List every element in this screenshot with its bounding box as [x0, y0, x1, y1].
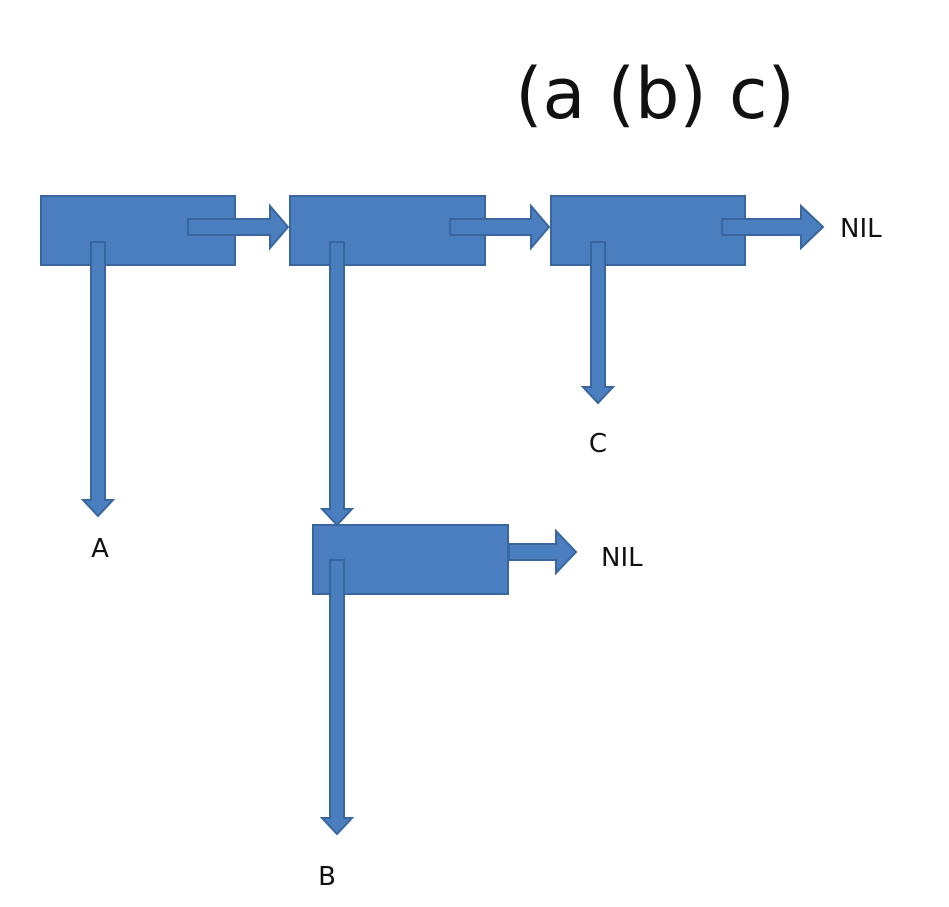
- car-arrow-cell2-to-sublist: [319, 241, 355, 527]
- atom-label-a: A: [91, 534, 109, 564]
- car-arrow-sublist-to-b: [319, 559, 355, 836]
- atom-label-b: B: [318, 862, 336, 892]
- cdr-arrow-sublist-to-nil: [508, 528, 578, 576]
- cons-cell-3: [550, 195, 746, 266]
- cdr-arrow-cell3-to-nil: [721, 203, 825, 251]
- atom-label-c: C: [589, 429, 607, 459]
- cdr-arrow-cell2-to-cell3: [449, 203, 551, 251]
- diagram-title: (a (b) c): [515, 53, 795, 135]
- nil-label-sublist: NIL: [601, 543, 643, 573]
- nil-label-top: NIL: [840, 214, 882, 244]
- cdr-arrow-cell1-to-cell2: [187, 203, 290, 251]
- car-arrow-cell1-to-a: [80, 241, 116, 518]
- car-arrow-cell3-to-c: [580, 241, 616, 405]
- sublist-cons-cell: [312, 524, 509, 595]
